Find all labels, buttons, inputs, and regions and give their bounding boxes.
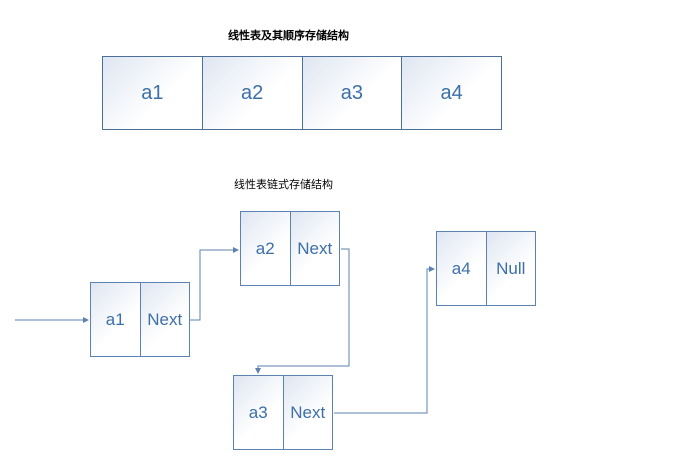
node-data-field: a4 — [437, 232, 487, 305]
linked-node-a2: a2 Next — [240, 211, 340, 286]
node-data-field: a2 — [241, 212, 291, 285]
link-a2-to-a3 — [255, 248, 350, 374]
node-data-field: a3 — [234, 376, 284, 449]
sequential-cell-a1: a1 — [103, 57, 203, 129]
link-a3-to-a4 — [334, 266, 435, 414]
link-a1-to-a2 — [190, 247, 239, 321]
linked-node-a4: a4 Null — [436, 231, 536, 306]
sequential-cell-a4: a4 — [402, 57, 501, 129]
node-null-field: Null — [486, 232, 535, 305]
linked-node-a1: a1 Next — [90, 282, 190, 357]
linked-node-a3: a3 Next — [233, 375, 333, 450]
sequential-cell-a2: a2 — [202, 57, 303, 129]
sequential-storage-title: 线性表及其顺序存储结构 — [228, 29, 349, 42]
sequential-cell-a3: a3 — [302, 57, 403, 129]
node-data-field: a1 — [91, 283, 141, 356]
node-next-field: Next — [283, 376, 332, 449]
node-next-field: Next — [140, 283, 189, 356]
node-next-field: Next — [290, 212, 339, 285]
sequential-storage-table: a1 a2 a3 a4 — [102, 56, 502, 130]
linked-storage-title: 线性表链式存储结构 — [234, 178, 333, 191]
